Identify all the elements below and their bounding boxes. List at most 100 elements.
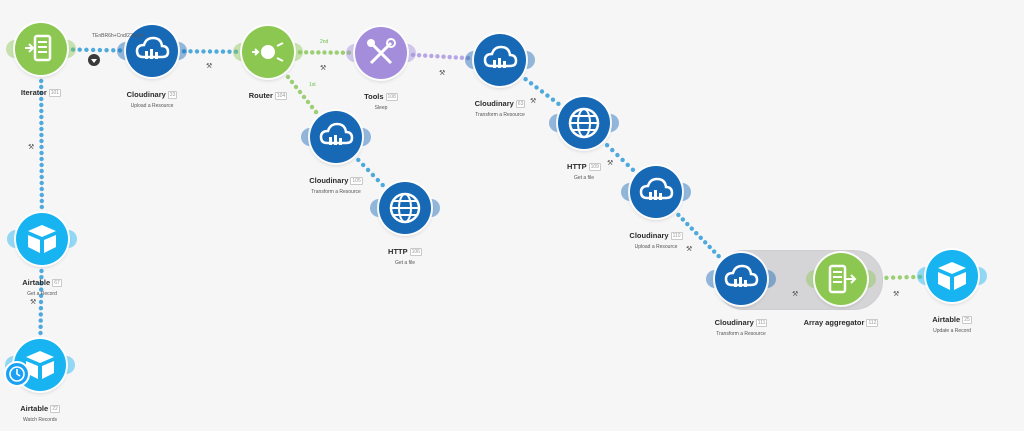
connection-dot	[615, 152, 620, 158]
module-circle[interactable]	[630, 166, 682, 218]
module-id-badge: 33	[167, 91, 178, 99]
wrench-icon[interactable]: ⚒	[439, 70, 446, 77]
output-handle[interactable]	[526, 51, 535, 69]
connection-dot	[39, 198, 45, 204]
module-circle[interactable]	[242, 26, 294, 78]
input-handle[interactable]	[346, 44, 355, 62]
module-action: Update a Record	[933, 328, 971, 334]
connection-dot	[38, 330, 43, 336]
connection-dot	[410, 52, 416, 58]
connection-dot	[545, 93, 550, 98]
connection-dot	[39, 120, 44, 126]
module-circle[interactable]	[310, 111, 362, 163]
connection-dot	[890, 275, 896, 280]
module-id-badge: 112	[866, 319, 879, 327]
connection-dot	[77, 47, 82, 52]
input-handle[interactable]	[465, 51, 474, 69]
module-circle[interactable]	[15, 23, 67, 75]
output-handle[interactable]	[407, 44, 416, 62]
wrench-icon[interactable]: ⚒	[30, 299, 37, 306]
wrench-icon[interactable]: ⚒	[320, 65, 327, 72]
module-circle[interactable]	[815, 253, 867, 305]
module-circle[interactable]	[474, 34, 526, 86]
connection-dot	[441, 54, 446, 59]
output-handle[interactable]	[767, 270, 776, 288]
input-handle[interactable]	[233, 43, 242, 61]
filter-icon[interactable]	[88, 54, 100, 66]
output-handle[interactable]	[67, 40, 76, 58]
module-circle[interactable]	[126, 25, 178, 77]
connection-dot	[39, 186, 44, 192]
tools-icon	[367, 38, 396, 65]
input-handle[interactable]	[370, 199, 379, 217]
module-circle[interactable]	[355, 27, 407, 79]
connection-dot	[39, 144, 44, 150]
connection-dot	[711, 249, 717, 254]
connection-dot	[447, 54, 452, 60]
connection-dot	[117, 48, 123, 53]
output-handle[interactable]	[178, 42, 187, 60]
input-handle[interactable]	[7, 230, 16, 248]
module-id-badge: 67	[52, 279, 62, 287]
filter-label[interactable]: TEnBR6h+Cnd/22yrq+l	[92, 33, 144, 39]
module-id-badge: 22	[50, 405, 60, 413]
wrench-icon[interactable]: ⚒	[792, 291, 799, 298]
module-name: Array aggregator	[803, 318, 865, 327]
wrench-icon[interactable]: ⚒	[686, 246, 693, 253]
connection-dot	[39, 168, 44, 174]
output-handle[interactable]	[867, 270, 876, 288]
connection-dot	[39, 102, 44, 108]
connection-dot	[380, 182, 385, 188]
module-name: Airtable	[22, 278, 51, 287]
module-circle[interactable]	[16, 213, 68, 265]
output-handle[interactable]	[978, 267, 987, 285]
output-handle[interactable]	[66, 356, 75, 374]
wrench-icon[interactable]: ⚒	[206, 63, 213, 70]
input-handle[interactable]	[806, 270, 815, 288]
module-action: Transform a Resource	[311, 189, 361, 195]
output-handle[interactable]	[610, 114, 619, 132]
connection-dot	[39, 281, 44, 286]
connection-dot	[39, 114, 44, 120]
wrench-icon[interactable]: ⚒	[530, 98, 537, 105]
schedule-clock-icon[interactable]	[4, 361, 30, 387]
module-id-badge: 25	[962, 316, 972, 324]
module-circle[interactable]	[558, 97, 610, 149]
connection-dot	[227, 49, 232, 54]
connection-dot	[188, 49, 193, 54]
output-handle[interactable]	[431, 199, 440, 217]
connection-dot	[84, 47, 89, 53]
module-circle[interactable]	[715, 253, 767, 305]
input-handle[interactable]	[621, 183, 630, 201]
input-handle[interactable]	[6, 40, 15, 58]
module-name: HTTP	[388, 247, 408, 256]
output-handle[interactable]	[68, 230, 77, 248]
input-handle[interactable]	[917, 267, 926, 285]
module-action: Upload a Resource	[130, 103, 174, 109]
connection-dot	[610, 147, 615, 153]
output-handle[interactable]	[362, 128, 371, 146]
module-id-badge: 110	[670, 232, 683, 240]
module-circle[interactable]	[379, 182, 431, 234]
module-circle[interactable]	[926, 250, 978, 302]
module-name: Airtable	[20, 404, 49, 413]
output-handle[interactable]	[682, 183, 691, 201]
connection-dot	[38, 293, 44, 298]
input-handle[interactable]	[706, 270, 715, 288]
wrench-icon[interactable]: ⚒	[28, 144, 35, 151]
input-handle[interactable]	[117, 42, 126, 60]
input-handle[interactable]	[301, 128, 310, 146]
connection-dot	[694, 231, 699, 236]
connection-dot	[313, 109, 319, 115]
connection-dot	[70, 47, 76, 52]
wrench-icon[interactable]: ⚒	[893, 291, 900, 298]
module-name: Iterator	[20, 88, 47, 97]
output-handle[interactable]	[294, 43, 303, 61]
wrench-icon[interactable]: ⚒	[607, 160, 614, 167]
input-handle[interactable]	[549, 114, 558, 132]
